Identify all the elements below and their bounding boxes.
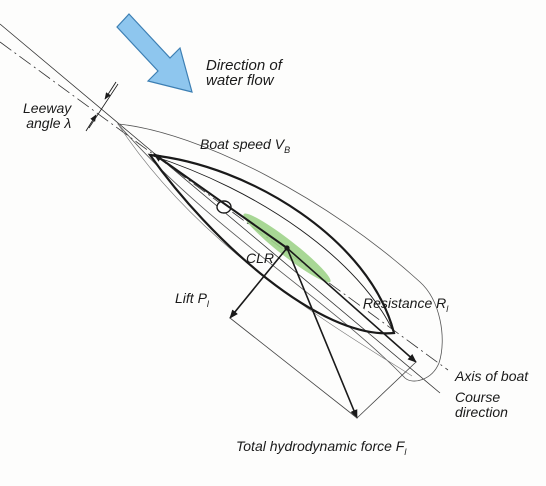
resistance-label: Resistance Rl xyxy=(363,296,448,317)
water-flow-arrow xyxy=(116,13,193,93)
hull-outline xyxy=(117,123,443,382)
resistance-text: Resistance R xyxy=(363,295,447,311)
water-flow-label: Direction of water flow xyxy=(206,58,282,88)
total-force-subscript: l xyxy=(404,446,407,457)
course-direction-line1: Course xyxy=(455,389,501,405)
boat-speed-subscript: B xyxy=(284,144,291,155)
lift-text: Lift P xyxy=(175,290,207,306)
clr-label: CLR xyxy=(246,250,275,266)
construction-line-a xyxy=(229,317,358,419)
water-flow-label-line2: water flow xyxy=(206,72,274,89)
lift-vector xyxy=(229,247,288,319)
leeway-angle-tick xyxy=(88,83,119,129)
boat-speed-label: Boat speed VB xyxy=(200,137,290,158)
cockpit-line xyxy=(149,154,395,334)
resistance-subscript: l xyxy=(446,303,449,314)
total-force-label: Total hydrodynamic force Fl xyxy=(236,439,406,460)
mast-circle xyxy=(216,200,232,214)
leeway-arrow-top xyxy=(104,81,117,100)
water-flow-label-line1: Direction of xyxy=(206,57,282,74)
boat-speed-text: Boat speed V xyxy=(200,136,285,152)
leeway-angle-label-line1: Leeway xyxy=(23,100,72,116)
construction-line-b xyxy=(356,361,417,419)
boat-speed-vector xyxy=(153,153,288,249)
total-force-text: Total hydrodynamic force F xyxy=(236,438,405,454)
clr-point xyxy=(284,245,290,251)
lift-subscript: l xyxy=(206,298,209,309)
resistance-vector xyxy=(286,247,417,363)
leeway-angle-label: Leeway angle λ xyxy=(23,101,71,131)
axis-of-boat-label: Axis of boat xyxy=(455,368,529,384)
total-force-vector xyxy=(286,247,358,419)
course-direction-line2: direction xyxy=(455,404,508,420)
leeway-angle-label-line2: angle λ xyxy=(26,115,72,131)
lift-label: Lift Pl xyxy=(175,291,209,312)
leeway-arrow-bottom xyxy=(85,114,97,132)
course-direction-label: Course direction xyxy=(455,390,508,420)
